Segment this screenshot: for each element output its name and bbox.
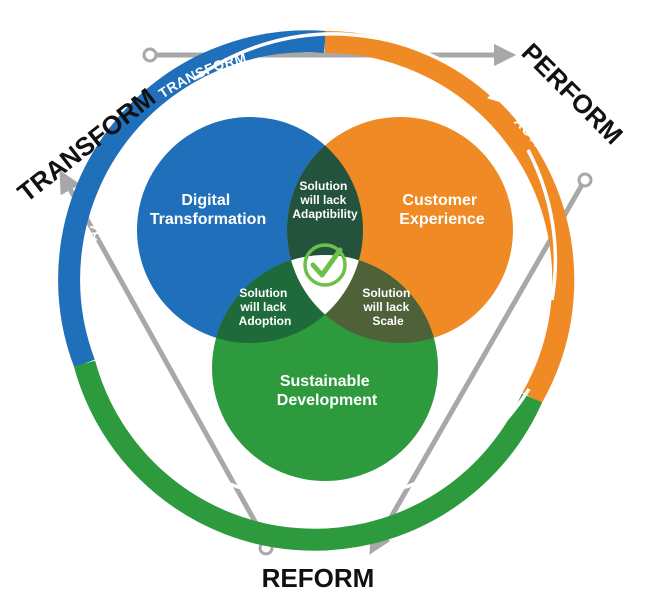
flow-arrow-left xyxy=(86,256,98,341)
ring-segment-orange xyxy=(324,30,575,404)
flow-arrow-bottom xyxy=(359,388,531,502)
label-overlap-scale: Solution will lack Scale xyxy=(362,286,413,328)
checkmark-shield-icon xyxy=(303,243,347,287)
label-overlap-adoption-line1: Solution xyxy=(239,286,287,300)
outer-label-perform: PERFORM xyxy=(516,37,629,150)
outer-label-reform: REFORM xyxy=(262,563,375,593)
flow-arrow-bottom-left xyxy=(106,382,286,499)
label-digital-transformation-line2: Transformation xyxy=(150,211,266,228)
ring-segment-green xyxy=(73,360,543,551)
label-overlap-adoption: Solution will lack Adoption xyxy=(239,286,292,328)
knob-top xyxy=(142,47,158,63)
label-customer-experience-line2: Experience xyxy=(399,211,484,228)
venn xyxy=(137,117,513,481)
ring-label-digitize: DIGITIZE xyxy=(293,500,356,516)
label-overlap-adoption-line2: will lack xyxy=(239,300,286,314)
label-overlap-adoption-line3: Adoption xyxy=(239,314,292,328)
flow-arrow-top xyxy=(194,32,500,102)
label-overlap-adaptability-line1: Solution xyxy=(299,179,347,193)
overlap-blue-green xyxy=(212,255,363,343)
label-sustainable-development-line1: Sustainable xyxy=(280,373,370,390)
label-overlap-scale-line3: Scale xyxy=(372,314,404,328)
overlap-orange-green xyxy=(287,255,438,343)
label-overlap-scale-line2: will lack xyxy=(362,300,409,314)
label-customer-experience-line1: Customer xyxy=(402,192,477,209)
label-overlap-adaptability: Solution will lack Adaptibility xyxy=(292,179,358,221)
flow-arrows xyxy=(86,32,558,502)
label-sustainable-development-line2: Development xyxy=(277,392,378,409)
label-overlap-adaptability-line3: Adaptibility xyxy=(292,207,358,221)
label-sustainable-development: Sustainable Development xyxy=(277,373,378,409)
label-customer-experience: Customer Experience xyxy=(399,192,484,228)
label-overlap-adaptability-line2: will lack xyxy=(299,193,346,207)
label-digital-transformation-line1: Digital xyxy=(181,192,230,209)
label-digital-transformation: Digital Transformation xyxy=(150,192,266,228)
knob-right xyxy=(577,172,593,188)
flow-arrow-right xyxy=(526,149,558,301)
label-overlap-scale-line1: Solution xyxy=(362,286,410,300)
